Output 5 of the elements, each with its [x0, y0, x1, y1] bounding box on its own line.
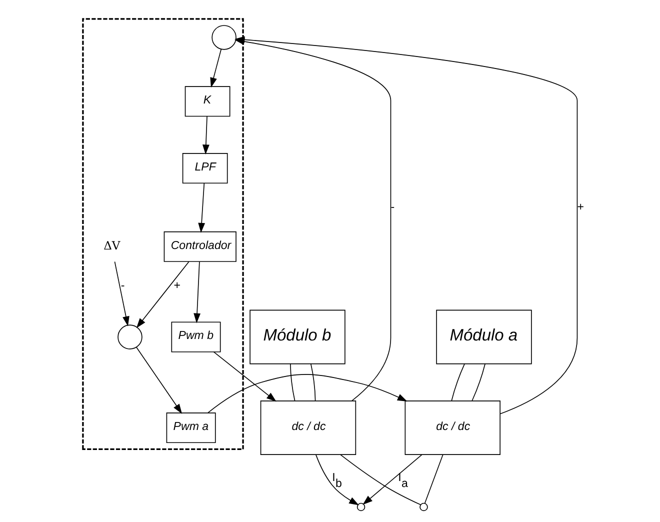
edge-label: -	[390, 201, 394, 214]
node-text: ΔV	[103, 238, 120, 252]
edge-label: +	[173, 279, 180, 292]
edge-label: -	[120, 279, 124, 292]
edge-label: +	[576, 201, 584, 214]
